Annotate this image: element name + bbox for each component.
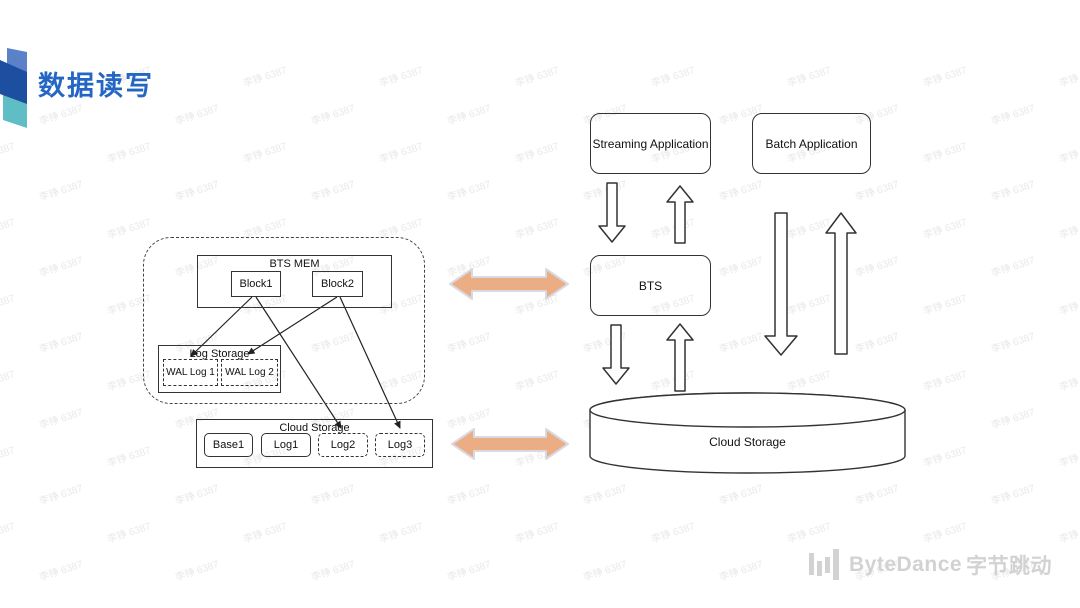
block1-box: Block1 [231, 271, 281, 297]
wal-log1-box: WAL Log 1 [163, 359, 218, 386]
log-storage-box: Log Storage [158, 345, 281, 393]
log3-box: Log3 [375, 433, 425, 457]
long-up-arrow-cloud-to-batch [825, 212, 857, 355]
page-title: 数据读写 [38, 71, 154, 101]
cloud-storage-cylinder-label: Cloud Storage [709, 435, 786, 449]
title-ribbon-icon [0, 48, 27, 128]
cloud-storage-left-box: Cloud Storage [196, 419, 433, 468]
brand-text-en: ByteDance [849, 553, 963, 576]
bts-mem-box: BTS MEM [197, 255, 392, 308]
bytedance-bars-icon [809, 549, 839, 580]
bts-memory-dashed-container [143, 237, 425, 404]
arrow-block1-wal-log1 [190, 296, 253, 357]
streaming-application-box: Streaming Application [590, 113, 711, 174]
log2-box: Log2 [318, 433, 368, 457]
log1-box: Log1 [261, 433, 311, 457]
brand-text-cn: 字节跳动 [966, 555, 1053, 578]
bts-box: BTS [590, 255, 711, 316]
down-arrow-bts-to-cloud [602, 324, 630, 385]
cylinder-top [589, 392, 906, 428]
log-storage-label: Log Storage [189, 348, 250, 360]
arrow-block2-log3 [339, 296, 401, 429]
arrow-block1-log2 [255, 296, 342, 429]
block-log-connectors [190, 296, 401, 429]
cloud-storage-cylinder [589, 392, 906, 474]
batch-application-box: Batch Application [752, 113, 871, 174]
down-arrow-streaming-to-bts [598, 182, 626, 243]
bytedance-logo: ByteDance 字节跳动 [806, 548, 1052, 582]
bidirectional-arrow-storage-cloud [451, 428, 569, 460]
wal-log2-box: WAL Log 2 [221, 359, 278, 386]
bts-mem-label: BTS MEM [269, 258, 320, 270]
base1-box: Base1 [204, 433, 253, 457]
long-down-arrow-batch-to-cloud [764, 212, 798, 356]
up-arrow-bts-to-streaming [666, 185, 694, 244]
block2-box: Block2 [312, 271, 363, 297]
bidirectional-arrow-mem-bts [449, 268, 569, 300]
cloud-storage-left-label: Cloud Storage [279, 422, 350, 434]
arrow-block2-wal-log2 [247, 296, 338, 355]
up-arrow-cloud-to-bts [666, 323, 694, 392]
